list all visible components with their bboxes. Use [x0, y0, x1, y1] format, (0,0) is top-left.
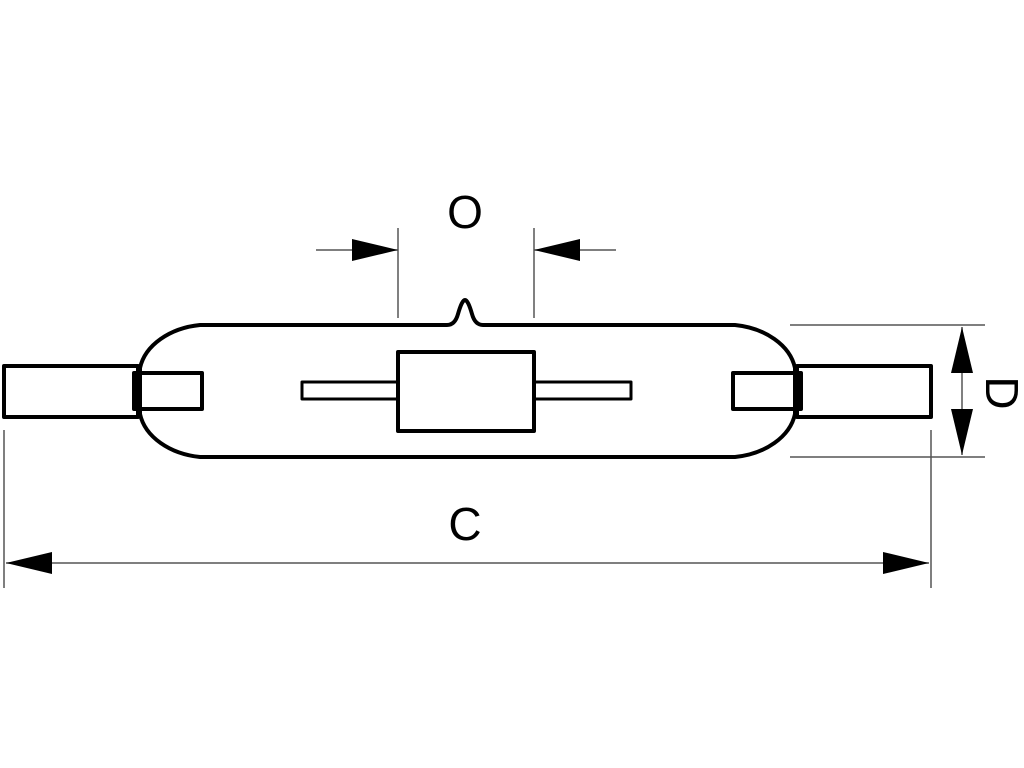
left-pinch-seal: [132, 371, 204, 411]
glass-envelope: [138, 298, 797, 459]
left-electrode: [300, 380, 400, 401]
left-base-cap: [2, 364, 140, 419]
right-base-cap: [795, 364, 933, 419]
lamp-drawing: [2, 298, 933, 459]
dimension-lines: [3, 228, 985, 588]
right-pinch-seal: [731, 371, 803, 411]
dim-d-label: D: [976, 376, 1024, 409]
right-electrode: [532, 380, 633, 401]
dimension-labels: O C D: [447, 186, 1024, 550]
dim-c-label: C: [448, 498, 481, 550]
dim-o-label: O: [447, 186, 483, 238]
arc-tube: [396, 350, 536, 433]
